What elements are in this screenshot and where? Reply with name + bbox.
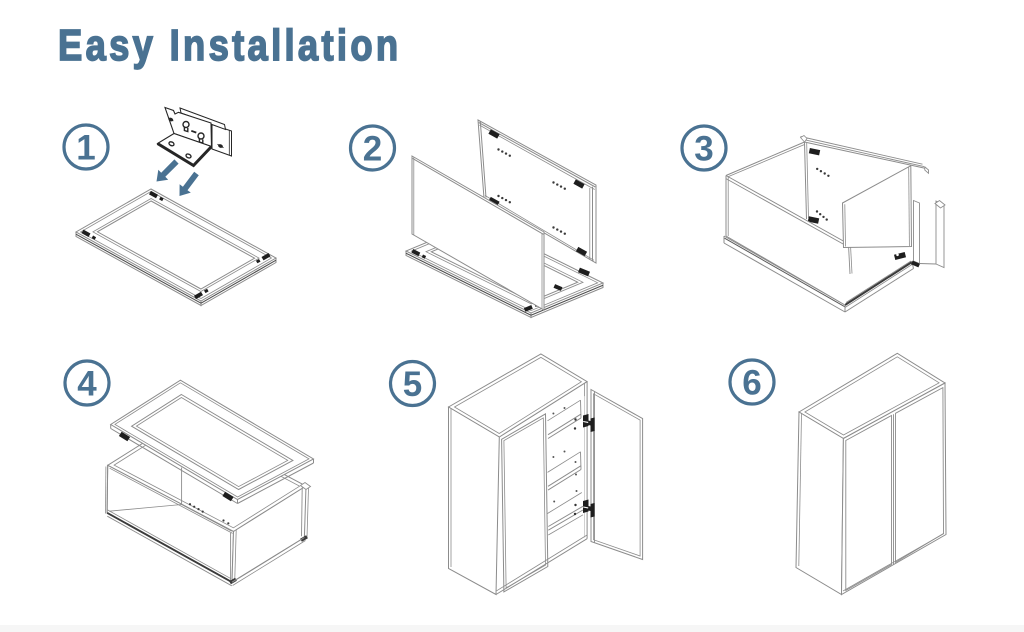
svg-text:1: 1 [76,129,95,168]
svg-text:5: 5 [403,365,422,404]
svg-text:3: 3 [694,130,713,169]
svg-text:2: 2 [363,130,382,169]
svg-text:6: 6 [742,364,761,403]
svg-text:4: 4 [77,365,97,404]
